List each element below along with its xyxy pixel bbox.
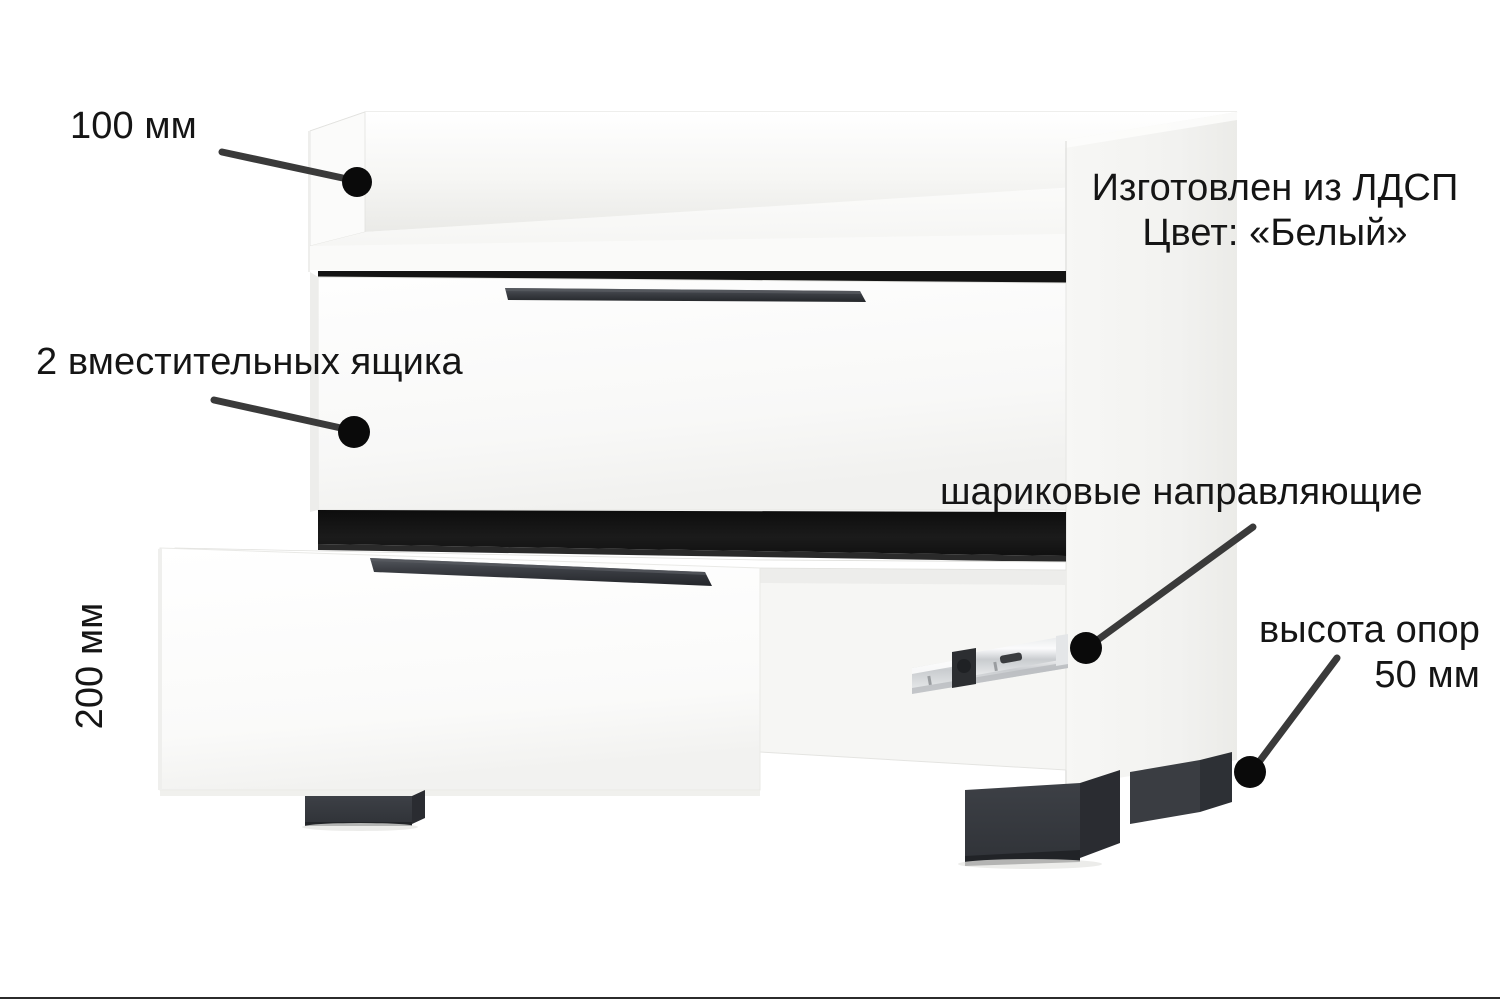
callout-label-top-thickness: 100 мм (70, 105, 197, 147)
bottom-divider (0, 997, 1500, 999)
callout-dot-drawers (338, 416, 370, 448)
foot-back-right (1130, 752, 1232, 824)
callout-dot-leg-height (1234, 756, 1266, 788)
callout-dot-top-thickness (342, 167, 372, 197)
lower-drawer-handle[interactable] (370, 558, 712, 586)
foot-front-right (965, 770, 1120, 866)
callout-dot-slides (1070, 632, 1102, 664)
callout-label-leg-height: высота опор 50 мм (1259, 609, 1480, 696)
callout-label-slides: шариковые направляющие (940, 471, 1423, 513)
ball-bearing-slide-rail (912, 634, 1068, 694)
lower-drawer-open[interactable] (158, 547, 1067, 796)
callout-label-material: Изготовлен из ЛДСП Цвет: «Белый» (1091, 167, 1459, 254)
leader-slides (1070, 523, 1257, 664)
upper-drawer-handle[interactable] (505, 288, 866, 302)
upper-drawer (310, 271, 1067, 512)
callout-label-drawers: 2 вместительных ящика (36, 341, 463, 383)
right-side-panel (1065, 112, 1237, 786)
leader-leg-height (1234, 654, 1341, 788)
callout-leaders (210, 148, 1341, 788)
top-shelf-surface (308, 131, 1186, 272)
leader-drawers (210, 396, 370, 448)
feet-group (302, 752, 1232, 869)
drawer-gap-shadow (318, 510, 1066, 562)
callout-label-drawer-height: 200 мм (69, 602, 111, 730)
leader-top-thickness (218, 148, 372, 197)
